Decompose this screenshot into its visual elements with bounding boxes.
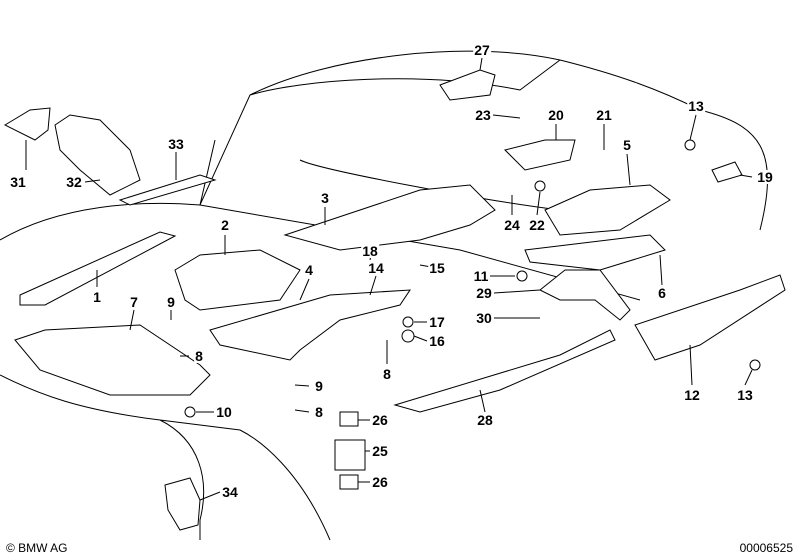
part-7 [14, 324, 211, 396]
part-10 [184, 406, 196, 418]
part-13-bottom [749, 359, 761, 371]
callout-26: 26 [371, 412, 389, 428]
callout-15: 15 [428, 260, 446, 276]
callout-34: 34 [221, 484, 239, 500]
callout-23: 23 [474, 107, 492, 123]
part-25 [334, 439, 366, 471]
callout-8: 8 [194, 348, 204, 364]
callout-7: 7 [129, 294, 139, 310]
diagram-number: 00006525 [739, 541, 793, 555]
callout-24: 24 [503, 217, 521, 233]
part-6 [524, 234, 666, 271]
callout-20: 20 [547, 107, 565, 123]
part-26-bottom [339, 474, 359, 490]
callout-4: 4 [304, 262, 314, 278]
callout-33: 33 [167, 136, 185, 152]
callout-9: 9 [166, 294, 176, 310]
callout-25: 25 [371, 443, 389, 459]
part-19 [711, 161, 743, 183]
callout-11: 11 [472, 268, 490, 284]
callout-13: 13 [736, 387, 754, 403]
callout-16: 16 [428, 333, 446, 349]
callout-26: 26 [371, 474, 389, 490]
copyright-label: © BMW AG [6, 541, 68, 555]
part-2 [174, 249, 301, 311]
callout-5: 5 [622, 137, 632, 153]
callout-29: 29 [475, 285, 493, 301]
callout-9: 9 [314, 378, 324, 394]
callout-32: 32 [65, 174, 83, 190]
part-20 [504, 139, 576, 171]
callout-30: 30 [475, 310, 493, 326]
callout-14: 14 [367, 260, 385, 276]
callout-19: 19 [756, 169, 774, 185]
callout-3: 3 [320, 190, 330, 206]
car-body-outline [0, 50, 768, 541]
leader-lines [25, 57, 753, 501]
part-1 [19, 231, 177, 306]
part-16 [401, 329, 415, 343]
part-4 [209, 289, 411, 361]
callout-22: 22 [528, 217, 546, 233]
callout-12: 12 [683, 387, 701, 403]
part-29 [539, 269, 631, 321]
callout-28: 28 [476, 412, 494, 428]
callout-6: 6 [657, 285, 667, 301]
part-17 [402, 316, 414, 328]
part-13-top [684, 139, 696, 151]
part-26-top [339, 411, 359, 427]
part-5 [544, 184, 671, 236]
part-34 [164, 477, 201, 531]
callout-1: 1 [92, 289, 102, 305]
callout-2: 2 [220, 217, 230, 233]
part-22 [534, 180, 546, 192]
callout-10: 10 [215, 404, 233, 420]
callout-27: 27 [473, 42, 491, 58]
part-28 [393, 329, 616, 413]
part-11 [516, 270, 528, 282]
callout-17: 17 [428, 314, 446, 330]
callout-8: 8 [314, 404, 324, 420]
callout-31: 31 [9, 174, 27, 190]
callout-13: 13 [687, 98, 705, 114]
part-33 [118, 174, 217, 206]
part-31 [3, 107, 51, 141]
callout-18: 18 [361, 243, 379, 259]
callout-21: 21 [595, 107, 613, 123]
callout-8: 8 [382, 366, 392, 382]
part-3 [283, 184, 496, 251]
part-27 [439, 69, 496, 101]
part-32 [54, 114, 141, 196]
part-12 [634, 274, 786, 361]
